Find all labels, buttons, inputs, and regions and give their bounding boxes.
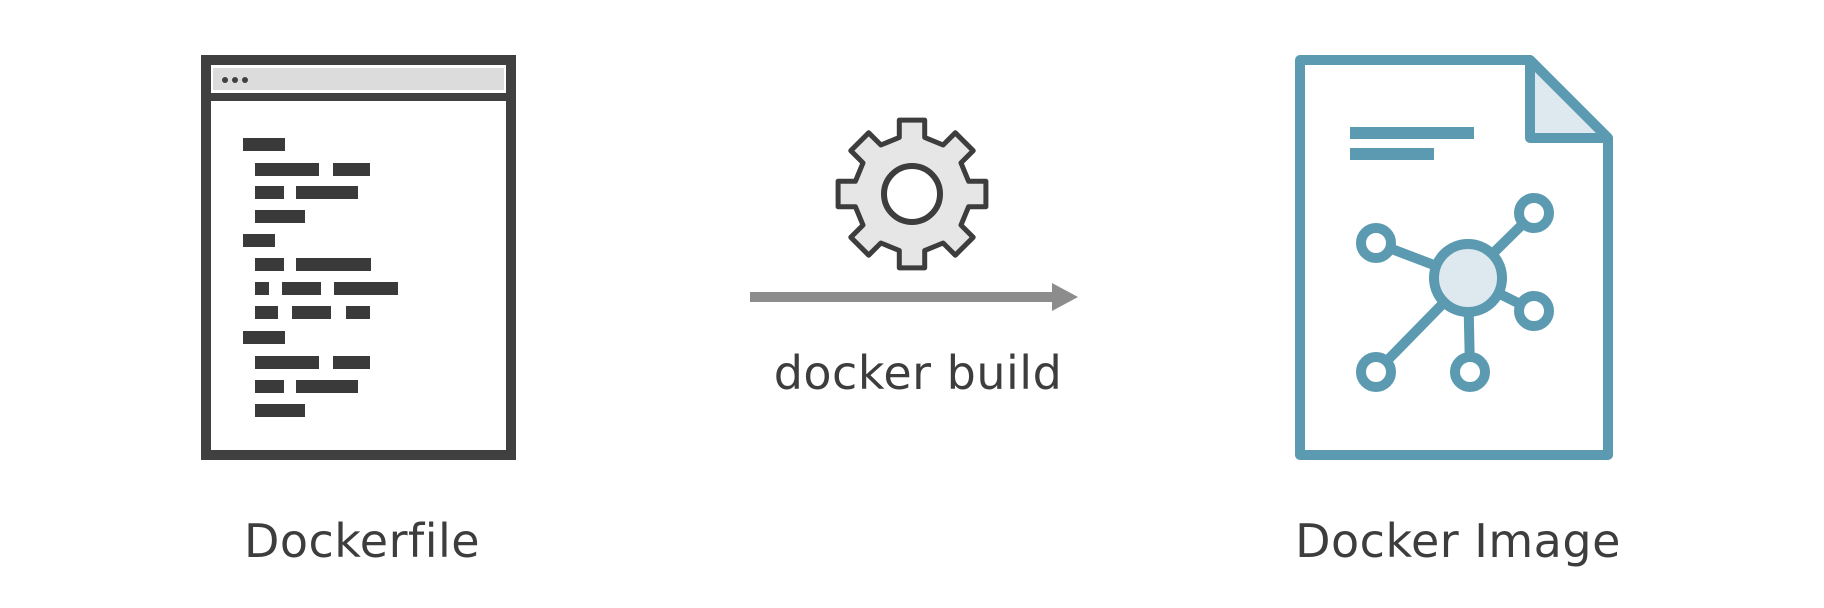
arrow-right-icon: [750, 283, 1078, 311]
docker-build-label: docker build: [773, 346, 1063, 400]
gear-icon: [835, 117, 989, 271]
docker-image-label: Docker Image: [1295, 514, 1621, 568]
docker-image-network-icon: [1295, 55, 1613, 460]
dockerfile-document-icon: [201, 55, 516, 460]
code-lines: [243, 138, 398, 417]
dockerfile-label: Dockerfile: [243, 514, 481, 568]
